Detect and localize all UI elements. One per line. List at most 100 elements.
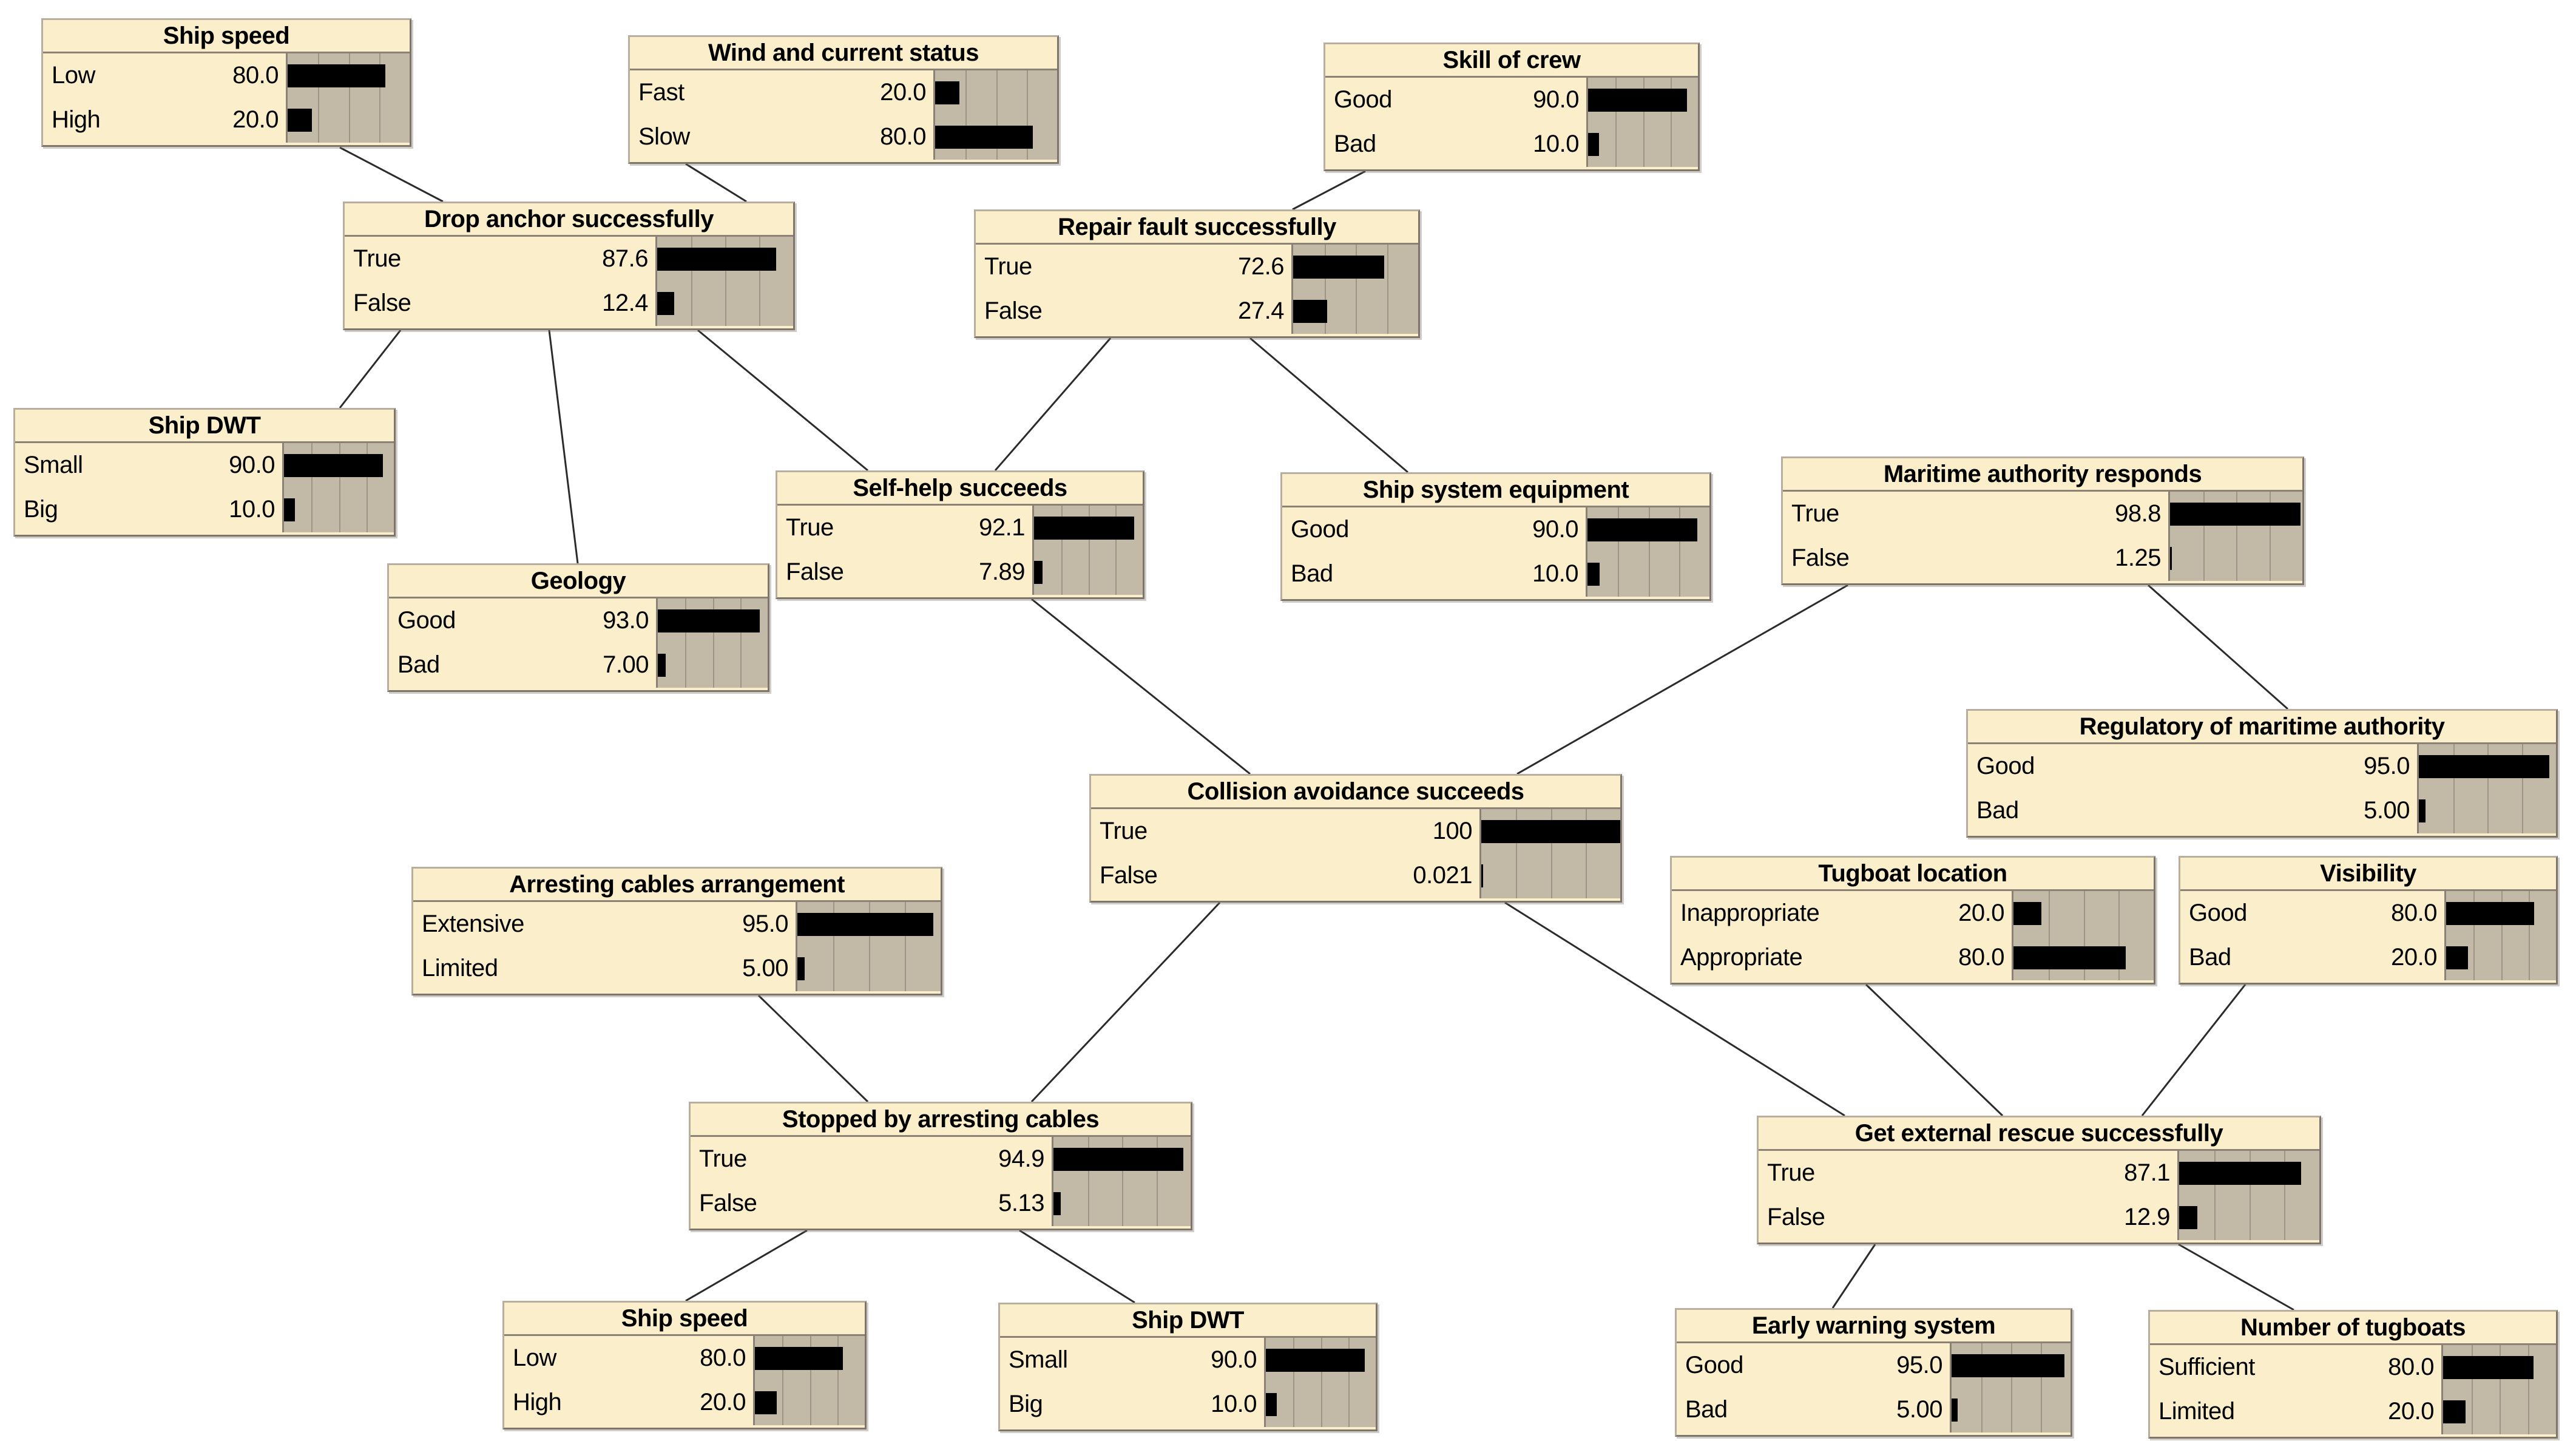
bar-gridline — [1356, 244, 1357, 334]
bar-gridline — [2471, 1344, 2473, 1434]
edge-get-external-rescue-successfully-to-early-warning-system — [1831, 1244, 1876, 1309]
state-bar-track — [2446, 891, 2556, 936]
bar-gridline — [379, 53, 380, 143]
bar-gridline — [366, 442, 368, 532]
state-probability-value: 10.0 — [229, 496, 275, 523]
edge-arresting-cables-arrangement-to-stopped-by-arresting-cables — [757, 994, 869, 1103]
bar-gridline — [2083, 890, 2085, 980]
bar-gridline — [810, 1335, 811, 1425]
state-name: True — [1100, 817, 1148, 844]
state-bar-fill — [288, 64, 385, 87]
state-name: False — [786, 558, 844, 586]
bar-gridline — [869, 901, 870, 991]
probability-bar-column — [2441, 1344, 2556, 1434]
bar-gridline — [348, 53, 350, 143]
probability-bar-column — [1052, 1136, 1191, 1226]
state-bar-track — [935, 70, 1057, 115]
state-bar-fill — [755, 1346, 843, 1370]
state-name: False — [1100, 862, 1158, 889]
state-bar-fill — [2170, 502, 2301, 526]
state-name: Bad — [1685, 1396, 1728, 1423]
bar-gridline — [1615, 77, 1617, 167]
probability-bar-column — [2168, 491, 2302, 581]
state-bar-track — [1034, 550, 1143, 595]
bar-gridline — [782, 1335, 784, 1425]
edge-get-external-rescue-successfully-to-number-of-tugboats — [2178, 1243, 2294, 1311]
bar-gridline — [1550, 809, 1552, 898]
state-probability-value: 98.8 — [2115, 500, 2161, 527]
state-bar-fill — [1266, 1393, 1277, 1417]
probability-bar-column — [2417, 744, 2556, 833]
state-bar-track — [2170, 536, 2302, 581]
